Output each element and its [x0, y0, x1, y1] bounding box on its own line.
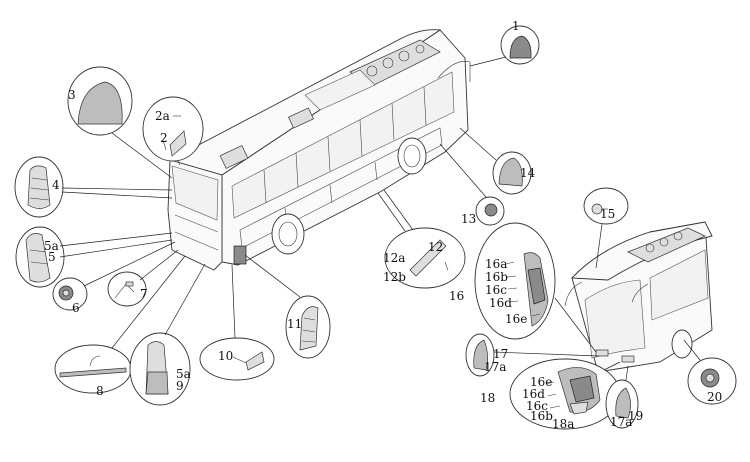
label-16c: 16c — [485, 283, 507, 297]
callout-16: 16 16a 16b 16c 16d 16e — [449, 222, 597, 353]
front-bus-view — [564, 221, 713, 373]
label-15: 15 — [600, 207, 615, 221]
label-20: 20 — [707, 390, 722, 404]
label-13: 13 — [461, 212, 476, 226]
label-17a: 17a — [484, 360, 506, 374]
label-3: 3 — [68, 88, 76, 102]
label-16e: 16e — [505, 312, 527, 326]
label-2: 2 — [160, 131, 168, 145]
label-18-16d: 16d — [522, 387, 545, 401]
callout-10: 10 — [199, 264, 275, 381]
callout-2: 2a 2 — [142, 96, 204, 162]
callout-18: 18 16e 16d 16c 16b 18a — [480, 358, 621, 431]
label-12: 12 — [428, 240, 443, 254]
label-18-16e: 16e — [530, 375, 552, 389]
callout-11: 11 — [244, 254, 331, 359]
main-bus — [167, 29, 471, 271]
callout-15: 15 — [583, 187, 629, 269]
label-18-16c: 16c — [526, 399, 548, 413]
label-17: 17 — [493, 347, 508, 361]
label-9: 9 — [176, 379, 184, 393]
label-1: 1 — [512, 19, 520, 33]
callout-6: 6 — [52, 241, 176, 315]
label-11: 11 — [287, 317, 302, 331]
callout-8: 8 — [54, 255, 186, 398]
label-5a-b: 5a — [176, 367, 191, 381]
label-12b: 12b — [383, 270, 406, 284]
label-6: 6 — [72, 301, 80, 315]
label-10: 10 — [218, 349, 233, 363]
label-19: 19 — [628, 409, 643, 423]
label-16b: 16b — [485, 270, 508, 284]
callout-13: 13 — [439, 143, 505, 226]
callout-20: 20 — [683, 339, 737, 405]
label-16d: 16d — [489, 296, 512, 310]
callout-1: 1 — [469, 19, 540, 67]
label-16: 16 — [449, 289, 464, 303]
label-12a: 12a — [383, 251, 405, 265]
callout-3: 3 — [67, 66, 173, 179]
callout-17: 17 17a — [465, 333, 599, 377]
label-18a: 18a — [552, 417, 574, 431]
callout-5: 5a 5 — [15, 226, 173, 288]
label-5a: 5a — [44, 239, 59, 253]
callout-7: 7 — [107, 249, 179, 307]
label-4: 4 — [52, 178, 60, 192]
callout-14: 14 — [459, 127, 536, 195]
label-18: 18 — [480, 391, 495, 405]
label-17a-b: 17a — [610, 415, 632, 429]
label-14: 14 — [520, 166, 536, 180]
label-18-16b: 16b — [530, 409, 553, 423]
label-8: 8 — [96, 384, 104, 398]
callout-19: 19 17a — [605, 365, 643, 429]
callout-9: 5a 9 — [129, 263, 206, 406]
label-2a: 2a — [155, 109, 170, 123]
label-5: 5 — [48, 250, 56, 264]
label-16a: 16a — [485, 257, 507, 271]
label-7: 7 — [140, 287, 148, 301]
callout-12: 12 12a 12b — [377, 189, 466, 289]
callout-4: 4 — [14, 156, 173, 218]
